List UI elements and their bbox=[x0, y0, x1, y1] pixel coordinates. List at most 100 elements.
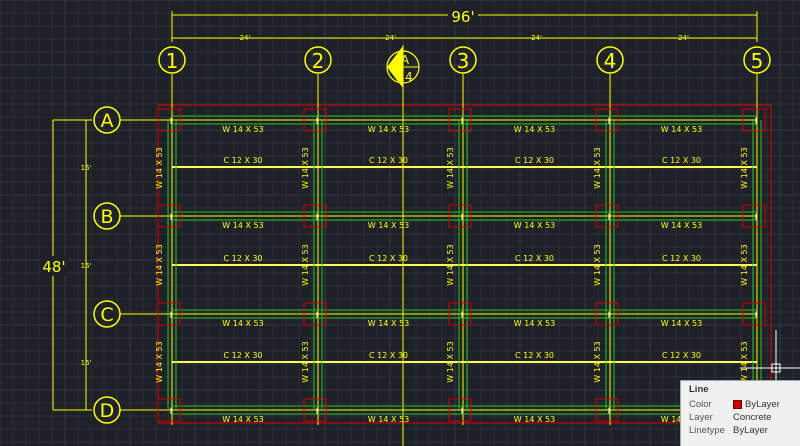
dimension-text-bg bbox=[448, 4, 478, 24]
grid-label-column: 1 bbox=[166, 49, 179, 73]
grid-bubble-row bbox=[93, 396, 121, 424]
row-dimension-text: 16' bbox=[81, 359, 92, 367]
joist-label: C 12 X 30 bbox=[662, 351, 701, 360]
column-beam-label: W 14 X 53 bbox=[740, 341, 749, 382]
column-mark: I bbox=[170, 213, 173, 223]
overall-dimension-text: 96' bbox=[451, 8, 474, 26]
joist-label: C 12 X 30 bbox=[369, 254, 408, 263]
column-footing bbox=[595, 204, 619, 228]
property-value: ByLayer bbox=[745, 399, 780, 410]
column-footing bbox=[303, 302, 327, 326]
column-beam-label: W 14 X 53 bbox=[301, 244, 310, 285]
property-value: Concrete bbox=[733, 412, 772, 423]
column-mark: I bbox=[170, 407, 173, 417]
column-footing bbox=[742, 204, 766, 228]
grid-label-row: C bbox=[100, 304, 113, 326]
joist-label: C 12 X 30 bbox=[223, 254, 262, 263]
joist-label: C 12 X 30 bbox=[662, 254, 701, 263]
girder-label: W 14 X 53 bbox=[368, 125, 409, 134]
column-beam-label: W 14 X 53 bbox=[593, 147, 602, 188]
bay-dimension-text: 24' bbox=[240, 34, 251, 42]
girder-label: W 14 X 53 bbox=[222, 125, 263, 134]
column-mark: I bbox=[461, 407, 464, 417]
color-swatch-icon bbox=[733, 400, 742, 409]
bay-dimension-text: 24' bbox=[385, 34, 396, 42]
joist-label: C 12 X 30 bbox=[515, 156, 554, 165]
column-mark: I bbox=[755, 117, 758, 127]
joist-label: C 12 X 30 bbox=[369, 351, 408, 360]
column-mark: I bbox=[608, 117, 611, 127]
property-key: Layer bbox=[689, 412, 713, 423]
column-beam-label: W 14 X 53 bbox=[155, 244, 164, 285]
column-beam-label: W 14 X 53 bbox=[155, 341, 164, 382]
column-mark: I bbox=[461, 117, 464, 127]
column-mark: I bbox=[755, 213, 758, 223]
column-footing bbox=[448, 204, 472, 228]
grid-bubble-column bbox=[449, 46, 477, 74]
girder-label: W 14 X 53 bbox=[368, 221, 409, 230]
grid-label-column: 5 bbox=[751, 49, 764, 73]
grid-bubble-row bbox=[93, 300, 121, 328]
grid-bubble-column bbox=[304, 46, 332, 74]
grid-bubble-column bbox=[596, 46, 624, 74]
column-footing bbox=[303, 204, 327, 228]
property-key: Color bbox=[689, 399, 712, 410]
column-mark: I bbox=[461, 311, 464, 321]
column-mark: I bbox=[316, 407, 319, 417]
column-footing bbox=[157, 204, 181, 228]
column-footing bbox=[742, 302, 766, 326]
grid-bubble-row bbox=[93, 106, 121, 134]
girder-label: W 14 X 53 bbox=[368, 415, 409, 424]
grid-label-column: 4 bbox=[604, 49, 617, 73]
column-beam-label: W 14 X 53 bbox=[593, 244, 602, 285]
grid-bubble-row bbox=[93, 202, 121, 230]
girder-label: W 14 X 53 bbox=[514, 415, 555, 424]
girder-label: W 14 X 53 bbox=[368, 319, 409, 328]
joist-label: C 12 X 30 bbox=[662, 156, 701, 165]
girder-label: W 14 X 53 bbox=[661, 125, 702, 134]
column-footing bbox=[157, 398, 181, 422]
column-mark: I bbox=[461, 213, 464, 223]
column-beam-label: W 14 X 53 bbox=[301, 147, 310, 188]
column-mark: I bbox=[755, 311, 758, 321]
column-footing bbox=[595, 302, 619, 326]
column-footing bbox=[448, 302, 472, 326]
property-row-linetype[interactable]: Linetype ByLayer bbox=[681, 424, 800, 437]
joist-label: C 12 X 30 bbox=[223, 351, 262, 360]
column-footing bbox=[303, 398, 327, 422]
column-beam-label: W 14 X 53 bbox=[446, 341, 455, 382]
column-beam-label: W 14 X 53 bbox=[155, 147, 164, 188]
section-marker-number: 14 bbox=[397, 70, 412, 84]
vertical-dimension-text: 48' bbox=[42, 258, 65, 276]
girder-label: W 14 X 53 bbox=[222, 319, 263, 328]
girder-label: W 14 X 53 bbox=[661, 221, 702, 230]
grid-bubble-column bbox=[743, 46, 771, 74]
column-mark: I bbox=[316, 213, 319, 223]
section-marker-letter: A bbox=[401, 53, 410, 67]
column-beam-label: W 14 X 53 bbox=[593, 341, 602, 382]
column-footing bbox=[448, 108, 472, 132]
cursor-pickbox-icon bbox=[771, 363, 781, 373]
column-footing bbox=[157, 302, 181, 326]
column-footing bbox=[157, 108, 181, 132]
column-footing bbox=[303, 108, 327, 132]
column-mark: I bbox=[608, 407, 611, 417]
slab-boundary bbox=[157, 104, 772, 424]
bay-dimension-text: 24' bbox=[531, 34, 542, 42]
column-mark: I bbox=[316, 117, 319, 127]
joist-label: C 12 X 30 bbox=[515, 254, 554, 263]
property-value: ByLayer bbox=[733, 425, 768, 436]
dimension-text-bg bbox=[40, 256, 68, 276]
property-row-layer[interactable]: Layer Concrete bbox=[681, 411, 800, 424]
row-dimension-text: 16' bbox=[81, 262, 92, 270]
column-mark: I bbox=[170, 311, 173, 321]
joist-label: C 12 X 30 bbox=[515, 351, 554, 360]
property-row-color[interactable]: Color ByLayer bbox=[681, 398, 800, 411]
column-footing bbox=[742, 108, 766, 132]
column-footing bbox=[595, 108, 619, 132]
property-key: Linetype bbox=[689, 425, 725, 436]
girder-label: W 14 X 53 bbox=[514, 319, 555, 328]
quick-properties-panel[interactable]: Line Color ByLayer Layer Concrete Linety… bbox=[680, 380, 800, 446]
